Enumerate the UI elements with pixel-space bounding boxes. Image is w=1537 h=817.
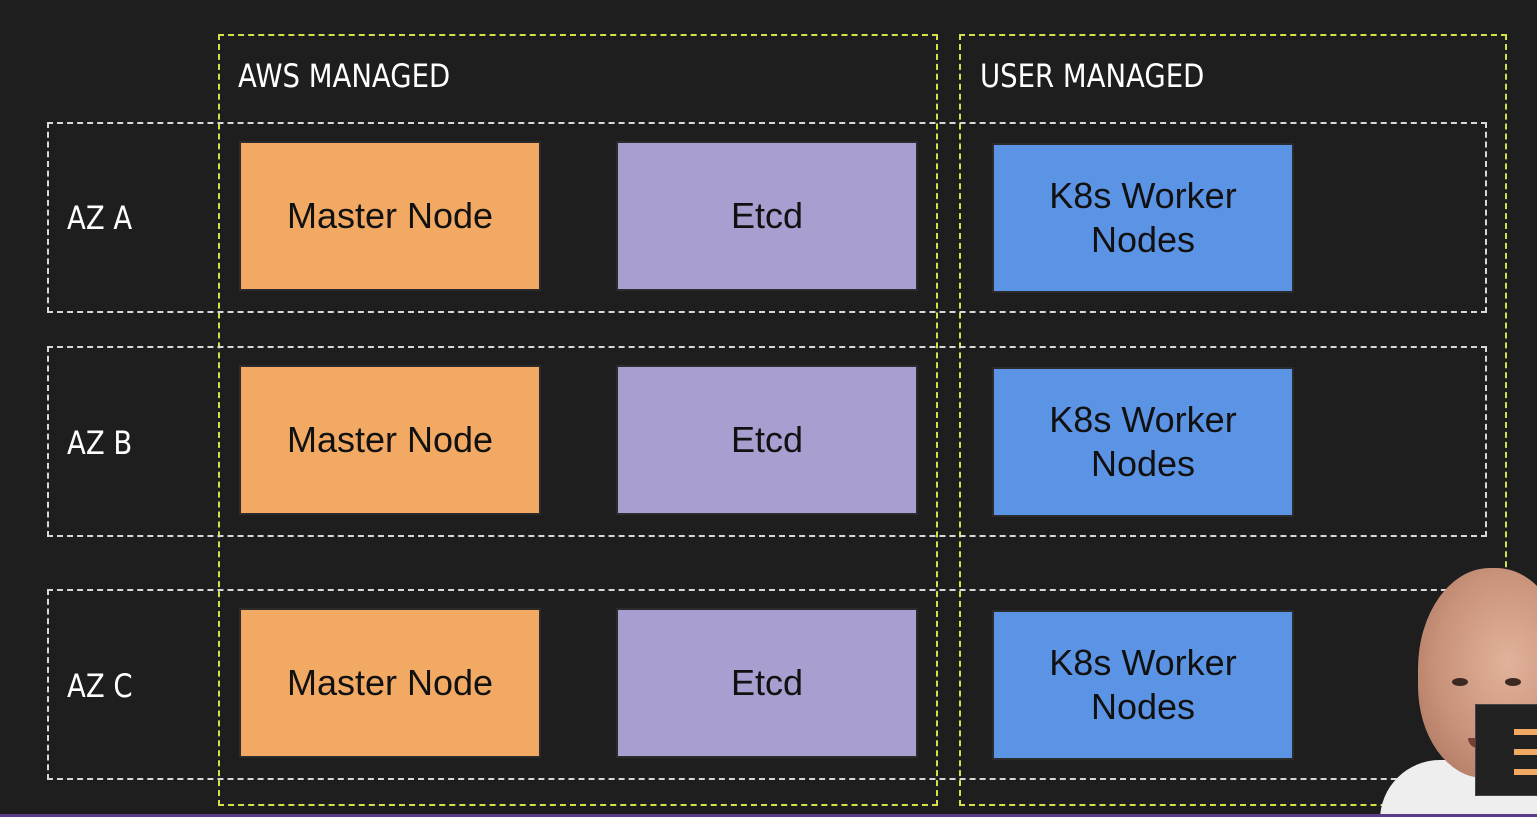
- thumbnail-master-node-2: [1514, 749, 1537, 755]
- user-managed-title: USER MANAGED: [980, 57, 1205, 95]
- user-managed-region: [959, 34, 1507, 806]
- thumbnail-master-node-3: [1514, 769, 1537, 775]
- slide-thumbnail: [1475, 704, 1537, 796]
- etcd-az-b: Etcd: [616, 365, 918, 515]
- worker-nodes-az-a: K8s Worker Nodes: [992, 143, 1294, 293]
- az-c-label: AZ C: [67, 667, 133, 705]
- aws-managed-region: [218, 34, 938, 806]
- presenter-webcam: [1380, 560, 1537, 817]
- az-a-label: AZ A: [67, 199, 133, 237]
- master-node-az-c: Master Node: [239, 608, 541, 758]
- master-node-az-b: Master Node: [239, 365, 541, 515]
- thumbnail-master-node-1: [1514, 729, 1537, 735]
- availability-zone-b-frame: [47, 346, 1487, 537]
- presenter-right-eye: [1505, 678, 1521, 686]
- etcd-az-a: Etcd: [616, 141, 918, 291]
- etcd-az-c: Etcd: [616, 608, 918, 758]
- az-b-label: AZ B: [67, 424, 133, 462]
- worker-nodes-az-c: K8s Worker Nodes: [992, 610, 1294, 760]
- master-node-az-a: Master Node: [239, 141, 541, 291]
- availability-zone-a-frame: [47, 122, 1487, 313]
- worker-nodes-az-b: K8s Worker Nodes: [992, 367, 1294, 517]
- aws-managed-title: AWS MANAGED: [238, 57, 451, 95]
- presenter-left-eye: [1452, 678, 1468, 686]
- bottom-border: [0, 814, 1537, 817]
